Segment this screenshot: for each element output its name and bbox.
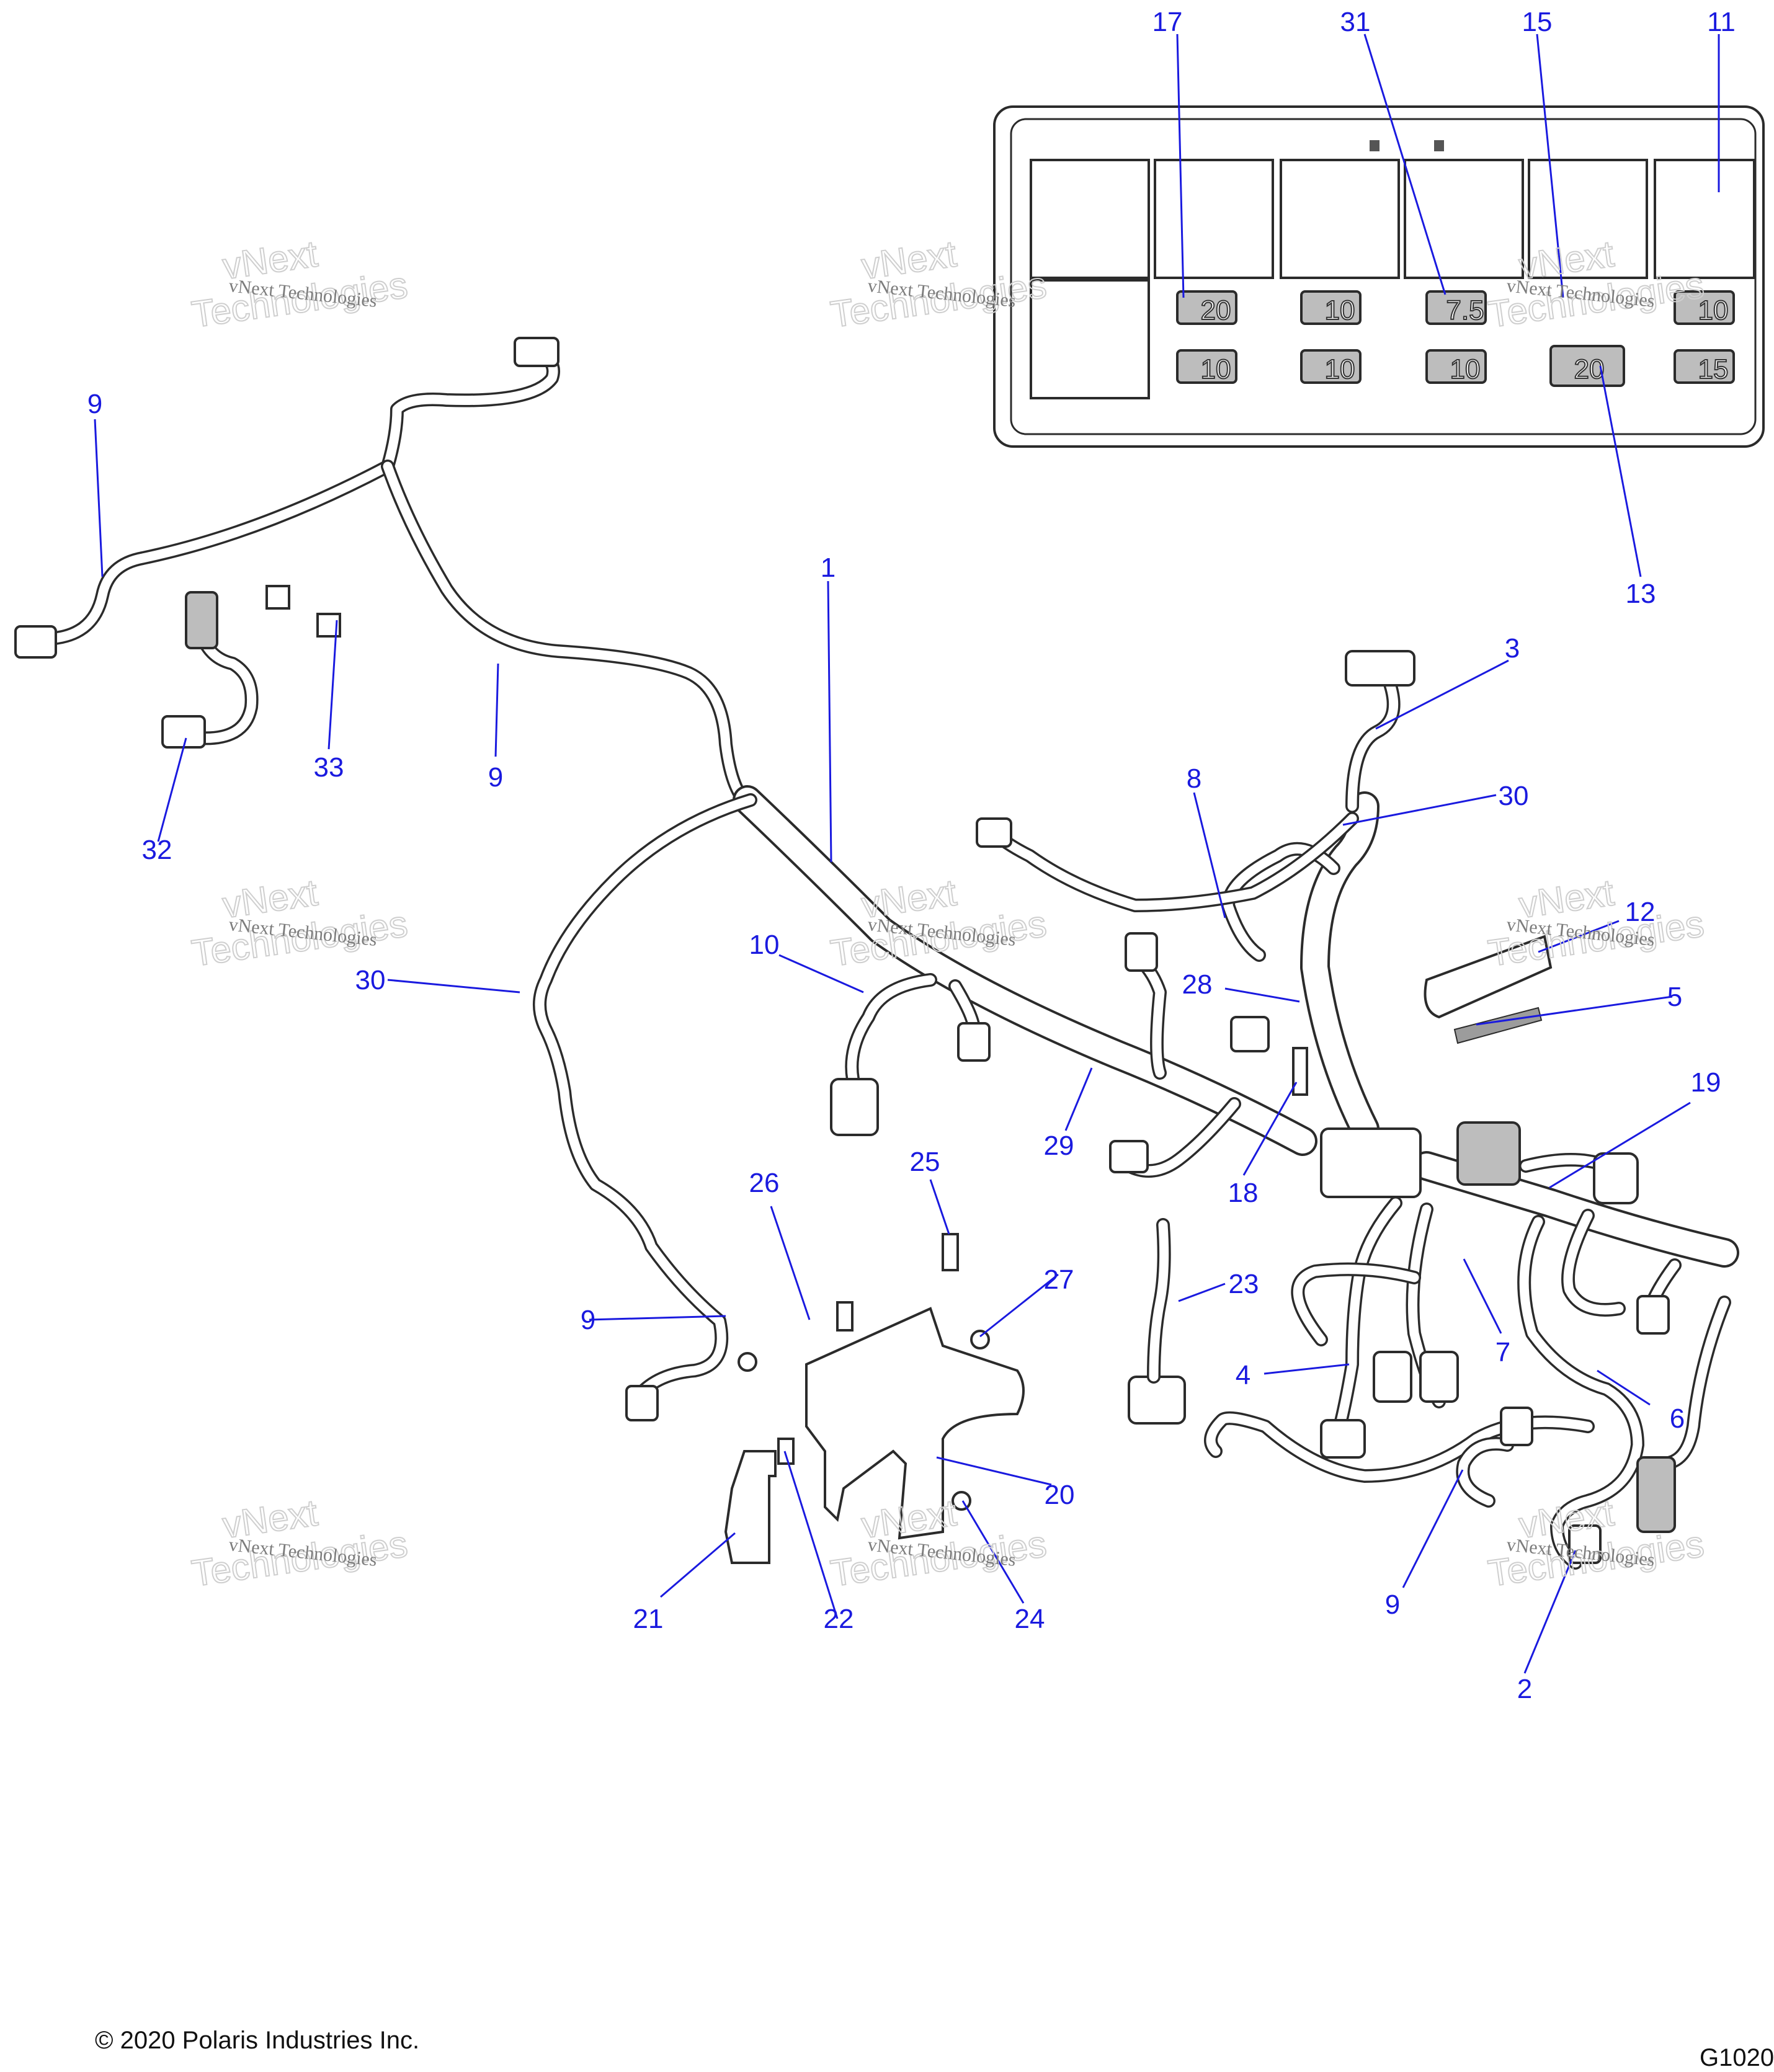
fuse-slot	[1300, 290, 1362, 325]
ecu-connector	[1456, 1121, 1521, 1186]
connector	[1128, 1376, 1186, 1425]
bolt-25	[942, 1233, 959, 1271]
callout-24: 24	[1015, 1604, 1045, 1634]
callout-8: 8	[1187, 763, 1201, 794]
fuse-slot	[1674, 290, 1735, 325]
leader-lines	[94, 33, 1720, 1674]
callout-33: 33	[314, 752, 344, 783]
fuse-rating: 20	[1201, 295, 1231, 326]
callout-7: 7	[1495, 1337, 1510, 1367]
connector	[957, 1022, 991, 1062]
callout-17: 17	[1152, 7, 1183, 37]
fuse-slot	[1425, 290, 1487, 325]
connector	[1636, 1295, 1670, 1335]
fuse-relay-box: 20 10 7.5 10 10 10 10 20 15	[993, 105, 1765, 448]
fuse-rating: 15	[1698, 354, 1729, 385]
callout-13: 13	[1626, 579, 1656, 609]
callout-30: 30	[355, 965, 386, 995]
fuse-slot	[1425, 349, 1487, 384]
callout-9: 9	[581, 1305, 595, 1335]
connector	[976, 817, 1012, 848]
module-12	[1424, 935, 1553, 1019]
callout-labels: 17 31 15 11 13 9 33 9 32 1 3 8 30 10 12 …	[87, 7, 1736, 1704]
clip-33	[265, 585, 290, 610]
bracket-20	[805, 1307, 1025, 1540]
callout-32: 32	[142, 835, 172, 865]
fuse-rating: 10	[1450, 354, 1481, 385]
stud-18	[1292, 1047, 1308, 1096]
bolt-26	[836, 1301, 854, 1332]
fuse-slot	[1300, 349, 1362, 384]
fuse-rating: 7.5	[1446, 295, 1484, 326]
callout-20: 20	[1045, 1480, 1075, 1510]
connector	[14, 625, 57, 659]
label-5	[1453, 1007, 1543, 1044]
connector	[1125, 932, 1158, 972]
callout-18: 18	[1228, 1178, 1259, 1208]
fuse-box-mount	[1320, 1127, 1422, 1198]
connector	[185, 591, 218, 649]
callout-11: 11	[1707, 7, 1736, 37]
connector	[625, 1385, 659, 1421]
callout-27: 27	[1044, 1265, 1074, 1295]
harness-branch-upper	[14, 337, 757, 813]
fuse-rating: 10	[1325, 295, 1355, 326]
fuse-slot	[1176, 349, 1237, 384]
connector	[1636, 1456, 1676, 1533]
callout-19: 19	[1691, 1067, 1721, 1098]
connector	[1320, 1419, 1366, 1459]
fuse-slot	[1674, 349, 1735, 384]
harness-jumper-32	[161, 591, 259, 749]
callout-9: 9	[1385, 1590, 1400, 1620]
fuse-slots	[1176, 290, 1735, 387]
callout-28: 28	[1182, 969, 1213, 1000]
connector	[1593, 1152, 1639, 1204]
callout-9: 9	[488, 762, 503, 793]
connector	[1230, 1016, 1270, 1052]
fuse-slot	[1176, 290, 1237, 325]
callout-10: 10	[749, 930, 780, 960]
connector	[1568, 1524, 1602, 1564]
fuse-rating: 20	[1574, 354, 1605, 385]
callout-1: 1	[821, 553, 836, 583]
connector	[514, 337, 559, 367]
fuse-rating: 10	[1325, 354, 1355, 385]
callout-2: 2	[1517, 1674, 1532, 1704]
callout-4: 4	[1236, 1360, 1250, 1390]
connector	[1345, 650, 1415, 687]
fuse-rating: 10	[1698, 295, 1729, 326]
callout-31: 31	[1340, 7, 1371, 37]
callout-22: 22	[824, 1604, 854, 1634]
figure-code: G1020	[1700, 2044, 1774, 2071]
nut	[738, 1352, 757, 1372]
callout-21: 21	[633, 1604, 664, 1634]
callout-6: 6	[1670, 1403, 1685, 1434]
fuse-slot	[1549, 345, 1625, 387]
bracket-21	[724, 1450, 777, 1564]
connector	[1373, 1351, 1412, 1403]
fuse-rating: 10	[1201, 354, 1231, 385]
bolt-22	[777, 1438, 795, 1465]
connector	[1109, 1140, 1149, 1173]
callout-23: 23	[1229, 1269, 1259, 1299]
callout-15: 15	[1522, 7, 1553, 37]
connector	[1419, 1351, 1459, 1403]
callout-3: 3	[1505, 633, 1520, 664]
callout-29: 29	[1044, 1131, 1074, 1161]
connector	[161, 715, 206, 749]
callout-5: 5	[1667, 982, 1682, 1012]
callout-9: 9	[87, 389, 102, 419]
callout-12: 12	[1625, 897, 1656, 927]
copyright-notice: © 2020 Polaris Industries Inc.	[95, 2027, 420, 2054]
connector	[830, 1078, 879, 1136]
callout-25: 25	[910, 1147, 940, 1177]
nut-24	[952, 1491, 971, 1511]
main-harness-trunk	[533, 650, 1739, 1570]
nut-27	[970, 1330, 990, 1349]
callout-26: 26	[749, 1168, 780, 1198]
connector	[1500, 1407, 1533, 1446]
callout-30: 30	[1499, 781, 1529, 811]
